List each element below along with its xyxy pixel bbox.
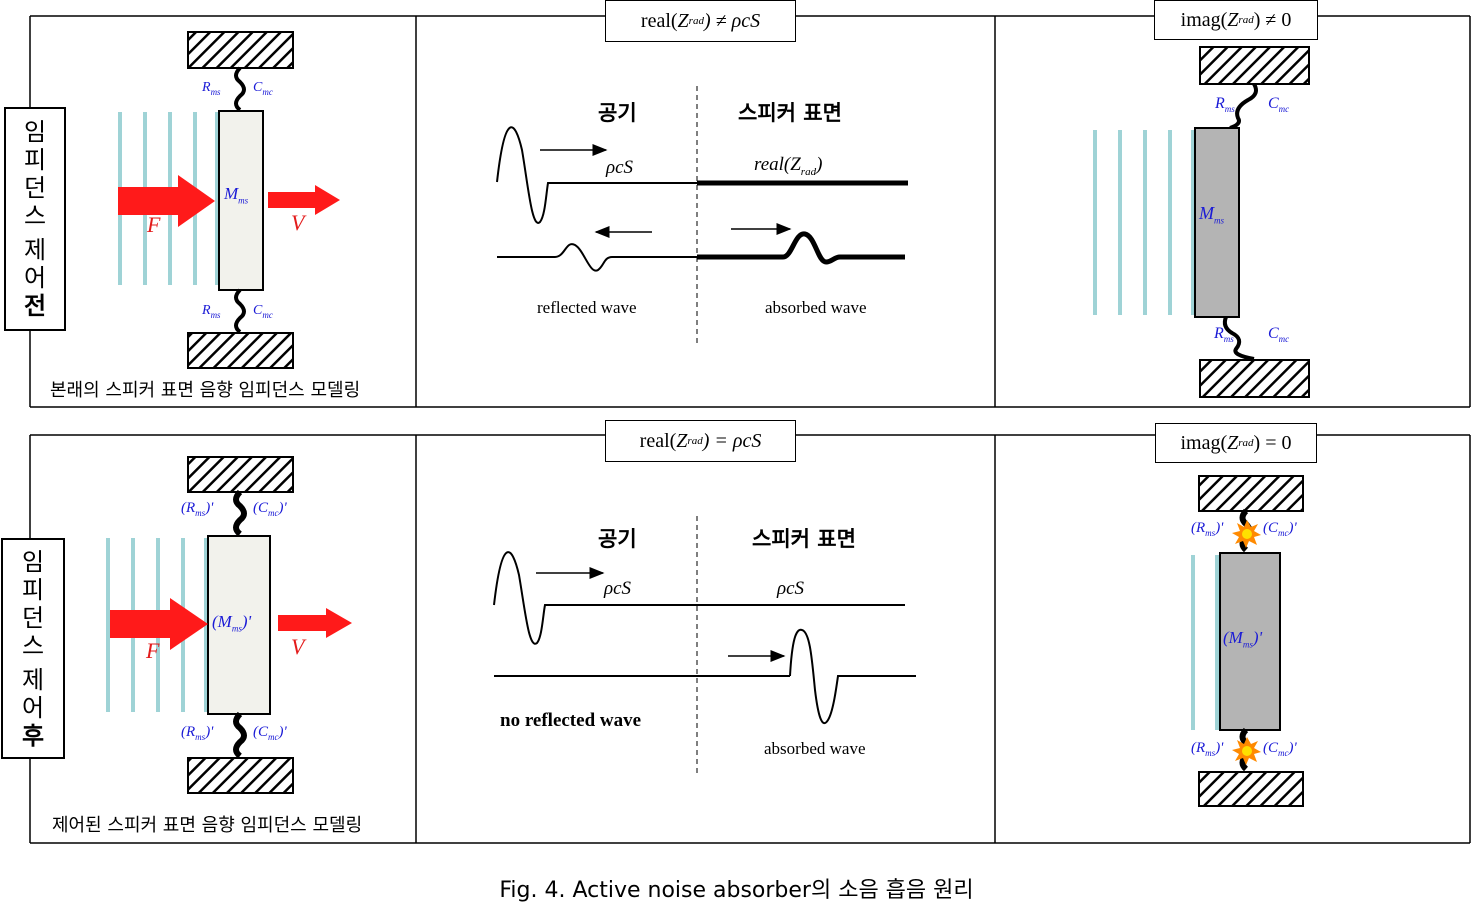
top-velocity-label: V bbox=[291, 210, 305, 235]
bottom-p3-mass-label: (Mms)' bbox=[1223, 628, 1263, 650]
bottom-speaker-surface-label: 스피커 표면 bbox=[752, 527, 856, 551]
top-p3-cmc-upper: Cmc bbox=[1268, 95, 1290, 115]
bottom-air-label: 공기 bbox=[598, 527, 637, 551]
top-p3-mass-label: Mms bbox=[1199, 203, 1225, 226]
side-label-char: 어 bbox=[23, 264, 47, 292]
side-label-char: 임 bbox=[21, 547, 45, 576]
top-p3-rms-lower: Rms bbox=[1214, 325, 1234, 345]
top-p3-spring-upper bbox=[1229, 82, 1258, 130]
figure-caption: Fig. 4. Active noise absorber의 소음 흡음 원리 bbox=[499, 878, 974, 903]
bottom-p3-spark-lower bbox=[1232, 737, 1261, 765]
top-p3-wall-lower bbox=[1199, 359, 1310, 398]
bottom-p3-mass-block bbox=[1219, 552, 1281, 731]
bottom-p3-rms-upper: (Rms)' bbox=[1191, 520, 1224, 538]
top-cmc-upper: Cmc bbox=[253, 80, 273, 97]
top-panel1-drawing bbox=[118, 31, 340, 369]
bottom-rhocs-surface: ρcS bbox=[777, 578, 805, 599]
top-rms-upper: Rms bbox=[202, 80, 221, 97]
side-label-char: 스 bbox=[23, 202, 47, 230]
bottom-wall-upper bbox=[187, 456, 294, 493]
bottom-p3-rms-lower: (Rms)' bbox=[1191, 740, 1224, 758]
bottom-panel2-drawing bbox=[493, 516, 916, 775]
bottom-absorbed-label: absorbed wave bbox=[764, 739, 866, 758]
bottom-mass-block bbox=[207, 535, 271, 715]
bottom-panel1-drawing bbox=[106, 456, 352, 794]
top-p3-wave-lines bbox=[1093, 130, 1195, 315]
side-label-char: 피 bbox=[21, 575, 45, 604]
side-label-char: 던 bbox=[23, 174, 47, 202]
top-reflected-label: reflected wave bbox=[537, 298, 637, 317]
top-velocity-arrow bbox=[268, 185, 340, 215]
bottom-rhocs-air: ρcS bbox=[604, 578, 632, 599]
top-absorbed-label: absorbed wave bbox=[765, 298, 867, 317]
side-label-char: 스 bbox=[21, 631, 45, 660]
top-p3-mass-block bbox=[1194, 127, 1240, 318]
side-label-char: 제 bbox=[23, 236, 47, 264]
top-reflected-wave bbox=[497, 243, 697, 272]
bottom-p3-wall-lower bbox=[1198, 771, 1304, 807]
top-side-label: 임 피 던 스 제 어 전 bbox=[4, 107, 66, 331]
bottom-mass-label: (Mms)' bbox=[212, 612, 252, 634]
top-mass-label: Mms bbox=[224, 184, 249, 206]
bottom-spring-upper bbox=[233, 489, 247, 537]
top-force-arrow bbox=[118, 175, 215, 227]
bottom-cmc-upper: (Cmc)' bbox=[253, 500, 287, 518]
top-p3-spring-lower bbox=[1222, 316, 1255, 361]
bottom-velocity-label: V bbox=[291, 634, 305, 659]
top-rhocs-label: ρcS bbox=[606, 157, 634, 178]
top-absorbed-wave bbox=[697, 231, 905, 265]
top-panel3-drawing bbox=[1093, 46, 1310, 398]
bottom-rms-lower: (Rms)' bbox=[181, 724, 214, 742]
bottom-incident-wave bbox=[493, 551, 905, 645]
bottom-side-label: 임 피 던 스 제 어 후 bbox=[1, 538, 65, 759]
bottom-p3-wave-lines bbox=[1191, 555, 1219, 730]
top-rms-lower: Rms bbox=[202, 303, 221, 320]
bottom-force-label: F bbox=[146, 638, 160, 663]
top-wall-upper bbox=[187, 31, 294, 69]
side-label-char: 임 bbox=[23, 118, 47, 146]
top-panel2-drawing bbox=[496, 86, 908, 345]
top-mass-block bbox=[218, 110, 264, 291]
top-real-z-label: real(Zrad) bbox=[754, 154, 823, 178]
bottom-spring-lower bbox=[233, 711, 247, 759]
top-p3-cmc-lower: Cmc bbox=[1268, 325, 1290, 345]
top-force-label: F bbox=[147, 212, 161, 237]
side-label-char: 피 bbox=[23, 146, 47, 174]
side-label-bold-char: 전 bbox=[23, 292, 47, 320]
bottom-p3-spark-upper bbox=[1232, 520, 1261, 548]
top-spring-lower bbox=[234, 288, 246, 334]
side-label-char: 던 bbox=[21, 603, 45, 632]
bottom-force-arrow bbox=[110, 598, 208, 650]
top-incident-wave bbox=[496, 126, 697, 224]
bottom-p3-cmc-lower: (Cmc)' bbox=[1263, 740, 1297, 758]
bottom-p3-wall-upper bbox=[1198, 475, 1304, 512]
bottom-p3-cmc-upper: (Cmc)' bbox=[1263, 520, 1297, 538]
bottom-velocity-arrow bbox=[278, 608, 352, 638]
side-label-char: 어 bbox=[21, 693, 45, 722]
top-wall-lower bbox=[187, 332, 294, 369]
bottom-panel3-drawing bbox=[1191, 475, 1304, 807]
bottom-no-reflected-label: no reflected wave bbox=[500, 710, 642, 731]
top-panel1-caption: 본래의 스피커 표면 음향 임피던스 모델링 bbox=[50, 380, 361, 401]
bottom-rms-upper: (Rms)' bbox=[181, 500, 214, 518]
side-label-bold-char: 후 bbox=[21, 721, 45, 750]
top-spring-upper bbox=[234, 66, 246, 112]
top-p3-wall-upper bbox=[1199, 46, 1310, 85]
bottom-absorbed-wave bbox=[789, 628, 916, 725]
bottom-panel1-caption: 제어된 스피커 표면 음향 임피던스 모델링 bbox=[52, 815, 363, 836]
side-label-char: 제 bbox=[21, 665, 45, 694]
top-p3-rms-upper: Rms bbox=[1215, 95, 1235, 115]
bottom-wall-lower bbox=[187, 757, 294, 794]
top-speaker-surface-label: 스피커 표면 bbox=[738, 101, 842, 125]
top-air-label: 공기 bbox=[598, 101, 637, 125]
bottom-cmc-lower: (Cmc)' bbox=[253, 724, 287, 742]
top-cmc-lower: Cmc bbox=[253, 303, 273, 320]
